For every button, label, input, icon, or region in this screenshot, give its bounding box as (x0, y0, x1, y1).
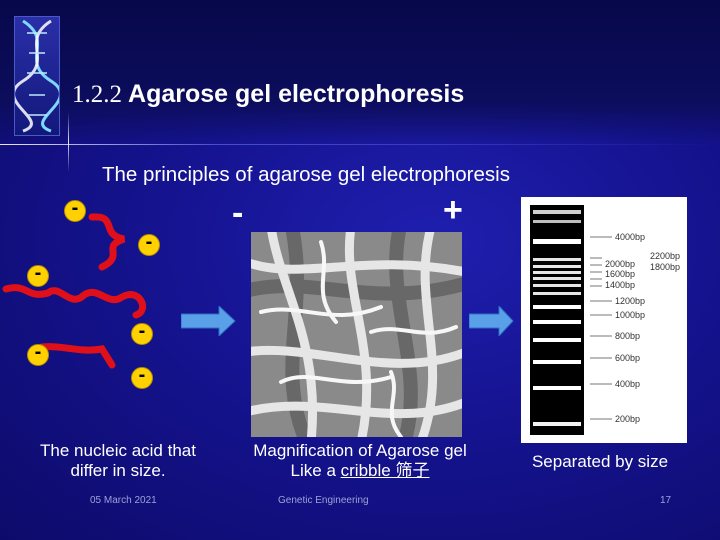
charge-badge: - (27, 263, 49, 287)
ladder-label: 1400bp (605, 280, 635, 290)
title-band (0, 0, 720, 145)
gel-band (533, 284, 581, 287)
caption-line: differ in size. (70, 461, 166, 480)
charge-badge: - (131, 365, 153, 389)
ladder-labels: 4000bp 2200bp 1800bp 2000bp 1600bp 1400b… (590, 232, 680, 424)
slide-title-number: 1.2.2 (72, 81, 122, 108)
caption-magnification: Magnification of Agarose gel Like a crib… (226, 441, 494, 481)
gel-band-set (533, 210, 581, 426)
caption-line: The nucleic acid that (40, 441, 196, 460)
gel-band (533, 320, 581, 324)
slide-subtitle: The principles of agarose gel electropho… (102, 163, 510, 186)
ladder-label: 1600bp (605, 269, 635, 279)
ladder-label: 600bp (615, 353, 640, 363)
slide-title-text: Agarose gel electrophoresis (128, 80, 465, 108)
gel-band (533, 258, 581, 261)
title-rule-vertical (68, 112, 69, 172)
footer-date: 05 March 2021 (90, 495, 157, 506)
agarose-gel-micrograph (251, 232, 462, 437)
ladder-label: 1800bp (650, 262, 680, 272)
ladder-label: 200bp (615, 414, 640, 424)
dna-helix-icon (12, 16, 62, 136)
caption-separated: Separated by size (531, 452, 669, 471)
arrow-right-icon (469, 306, 514, 336)
title-rule-horizontal (0, 144, 720, 145)
gel-band (533, 239, 581, 244)
caption-line: Like a cribble 筛子 (226, 461, 494, 481)
ladder-label: 2000bp (605, 259, 635, 269)
gel-band (533, 265, 581, 268)
gel-band (533, 220, 581, 223)
gel-band (533, 292, 581, 295)
ladder-label: 1000bp (615, 310, 645, 320)
gel-lane (530, 205, 584, 435)
ladder-label: 1200bp (615, 296, 645, 306)
charge-badge: - (131, 321, 153, 345)
caption-prefix: Like a (290, 461, 341, 480)
charge-badge: - (138, 232, 160, 256)
gel-band (533, 277, 581, 280)
footer-page: 17 (660, 495, 672, 506)
dna-fragment-small (38, 343, 116, 369)
gel-band (533, 386, 581, 390)
gel-band (533, 360, 581, 364)
caption-cribble: cribble 筛子 (340, 461, 430, 480)
caption-nucleic-acid: The nucleic acid that differ in size. (18, 441, 218, 481)
footer-center: Genetic Engineering (278, 495, 369, 506)
ladder-label: 2200bp (650, 251, 680, 261)
caption-line: Magnification of Agarose gel (253, 441, 467, 460)
ladder-label: 400bp (615, 379, 640, 389)
slide-title: 1.2.2 Agarose gel electrophoresis (72, 80, 464, 109)
ladder-label: 800bp (615, 331, 640, 341)
positive-electrode-sign: + (443, 191, 463, 229)
arrow-right-icon (181, 306, 236, 336)
gel-band (533, 271, 581, 274)
gel-band (533, 305, 581, 309)
dna-fragment-large (88, 213, 126, 271)
charge-badge: - (64, 198, 86, 222)
dna-fragment-medium (2, 284, 146, 319)
gel-image: 4000bp 2200bp 1800bp 2000bp 1600bp 1400b… (521, 197, 687, 443)
gel-band (533, 422, 581, 426)
gel-band (533, 210, 581, 214)
dna-fragments-drawing (2, 213, 146, 369)
negative-electrode-sign: - (232, 194, 244, 232)
gel-band (533, 338, 581, 342)
charge-badge: - (27, 342, 49, 366)
ladder-label: 4000bp (615, 232, 645, 242)
